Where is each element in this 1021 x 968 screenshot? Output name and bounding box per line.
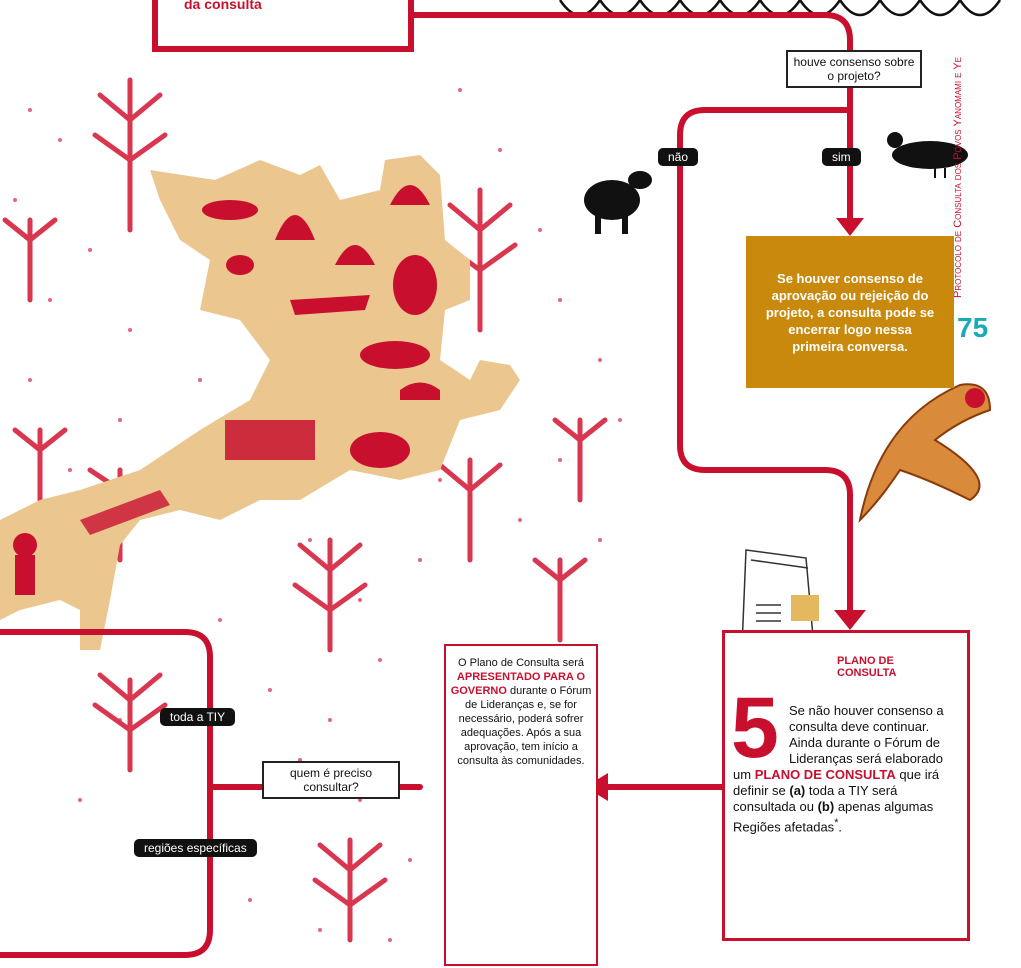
tapir-icon	[584, 171, 652, 234]
plan-step-number: 5	[731, 680, 779, 776]
option-b-text: apenas algumas Regiões afetadas	[733, 799, 934, 835]
answer-no-label: não	[658, 148, 699, 166]
page-number: 75	[957, 312, 989, 343]
plan-box-body: Se não houver consenso a consulta deve c…	[733, 703, 959, 835]
government-highlight: APRESENTADO PARA O GOVERNO	[450, 671, 586, 697]
top-box-text: da consulta	[184, 0, 262, 12]
government-text-1: O Plano de Consulta será	[458, 657, 584, 669]
footnote-mark: *	[834, 817, 839, 829]
consensus-box: Se houver consenso de aprovação ou rejei…	[746, 236, 954, 388]
question-consensus-text: houve consenso sobre o projeto?	[793, 55, 915, 83]
plan-box: PLANO DE CONSULTA 5 Se não houver consen…	[722, 630, 970, 941]
question-who: quem é preciso consultar?	[262, 761, 400, 799]
petroglyph-motifs	[13, 185, 440, 595]
government-text-2: durante o Fórum de Lideranças e, se for …	[457, 685, 592, 767]
option-a-text: toda a TIY será consultada ou	[733, 783, 898, 814]
plan-box-title: PLANO DE CONSULTA	[837, 655, 897, 679]
arrowhead-down-2	[834, 610, 866, 630]
plan-text-2: que irá definir se	[733, 767, 940, 798]
government-box: O Plano de Consulta será APRESENTADO PAR…	[444, 644, 598, 966]
question-who-text: quem é preciso consultar?	[289, 766, 373, 794]
parrot-icon	[858, 383, 992, 524]
top-box: da consulta	[152, 0, 414, 52]
government-box-body: O Plano de Consulta será APRESENTADO PAR…	[450, 656, 592, 768]
option-specific-regions: regiões específicas	[134, 839, 257, 857]
question-consensus: houve consenso sobre o projeto?	[786, 50, 922, 88]
option-b-label: (b)	[817, 799, 835, 814]
option-a-label: (a)	[789, 783, 806, 798]
answer-yes-label: sim	[822, 148, 861, 166]
arrowhead-down-1	[836, 218, 864, 236]
consensus-text: Se houver consenso de aprovação ou rejei…	[765, 270, 935, 354]
plan-text-end: .	[838, 819, 843, 835]
tree-figures	[2, 77, 608, 943]
decorative-scribbles	[13, 88, 622, 942]
option-whole-territory: toda a TIY	[160, 708, 236, 726]
plan-text-1: Se não houver consenso a consulta deve c…	[733, 703, 944, 782]
bird-icon	[887, 132, 968, 178]
plan-highlight: PLANO DE CONSULTA	[754, 767, 896, 782]
petroglyph-area	[0, 155, 520, 650]
